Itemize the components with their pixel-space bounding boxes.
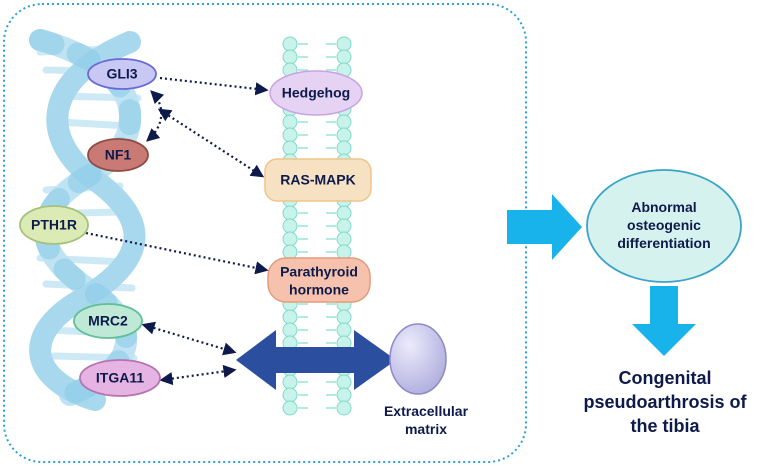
differentiation-line3: differentiation [617,235,710,251]
arrow-gli3-ras-mapk [157,108,265,178]
differentiation-line2: osteogenic [627,217,701,233]
itga11-node [79,359,161,397]
ras-mapk-node [264,158,372,202]
down-arrow-icon [632,286,696,356]
itga11-label: ITGA11 [96,370,144,386]
differentiation-line1: Abnormal [631,199,696,215]
ecm-double-arrow-icon [236,330,396,390]
nf1-label: NF1 [105,147,132,163]
hedgehog-node [269,70,363,116]
disease-line1: Congenital [619,368,712,388]
arrow-nf1-gli3 [146,90,165,142]
ras-mapk-label: RAS-MAPK [280,172,355,188]
parathyroid-label-line1: Parathyroid [280,264,358,280]
arrow-pth1r-parathyroid [85,231,269,275]
gli3-label: GLI3 [106,66,137,82]
arrow-mrc2-ecm [141,321,237,356]
gli3-node [87,58,157,90]
pth1r-node [19,205,89,245]
ecm-label-line1: Extracellular [384,403,469,419]
arrow-gli3-hedgehog [159,76,269,96]
nf1-node [87,138,149,172]
mrc2-label: MRC2 [88,313,128,329]
parathyroid-label-line2: hormone [289,282,349,298]
extracellular-matrix-icon [389,323,447,395]
pth1r-label: PTH1R [31,217,77,233]
mrc2-node [73,303,143,339]
osteogenic-differentiation-node [586,169,742,283]
disease-line3: the tibia [630,416,700,436]
interaction-arrows [85,76,269,386]
hedgehog-label: Hedgehog [282,85,350,101]
parathyroid-hormone-node [267,257,371,303]
right-arrow-icon [507,194,582,260]
disease-line2: pseudoarthrosis of [583,392,747,412]
arrow-itga11-ecm [159,364,237,386]
ecm-label-line2: matrix [405,421,447,437]
